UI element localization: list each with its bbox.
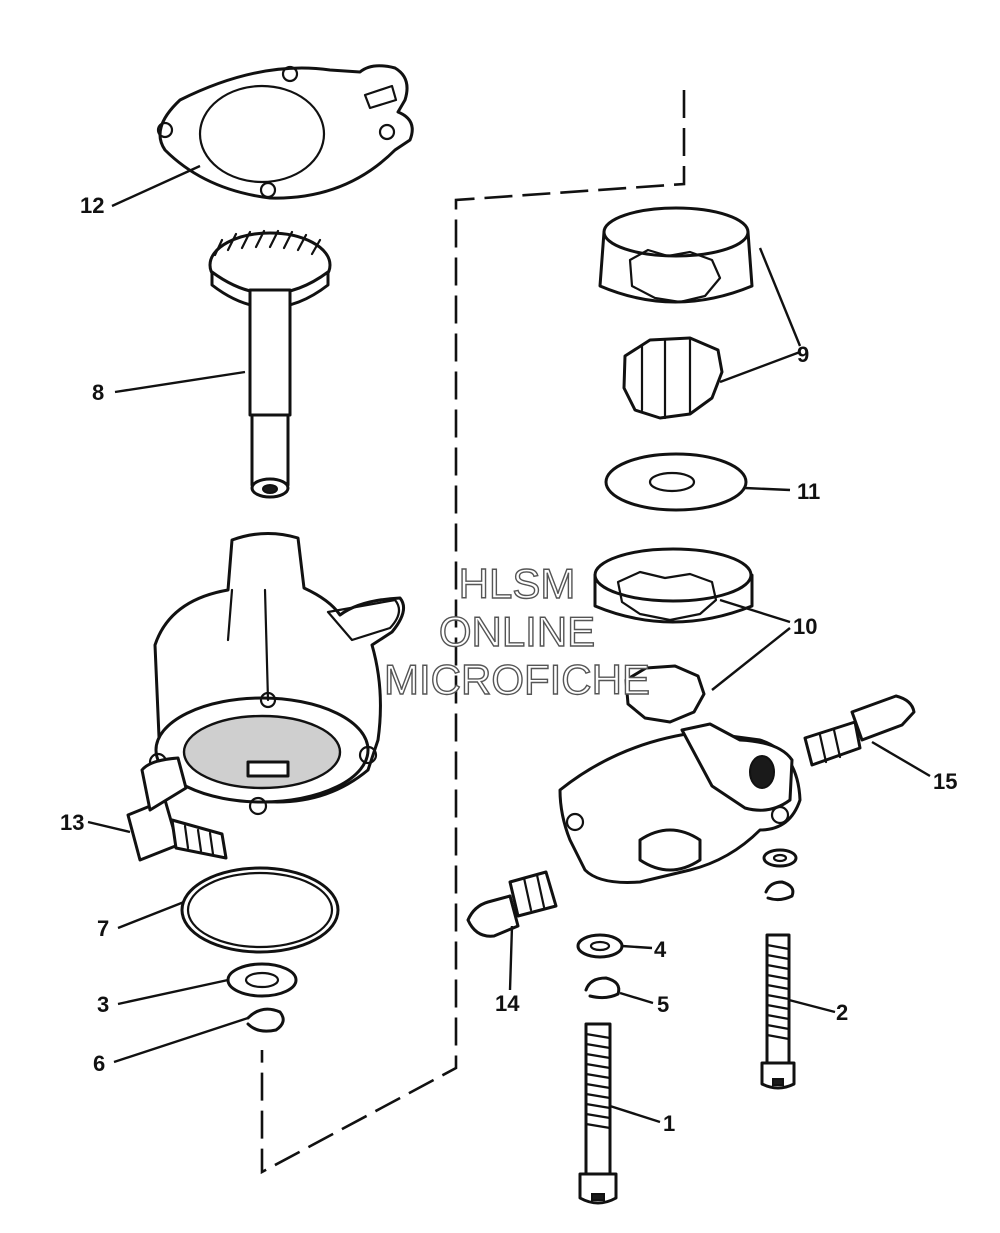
callout-13: 13	[60, 810, 84, 835]
part-14-fitting	[466, 870, 558, 938]
callout-14: 14	[495, 991, 520, 1016]
part-10-gear-set	[593, 547, 754, 724]
callout-5: 5	[657, 992, 669, 1017]
leader-lines	[87, 164, 931, 1124]
part-15-fitting	[803, 694, 916, 767]
callout-12: 12	[80, 193, 104, 218]
callout-labels: 1 2 3 4 5 6 7 8 9 10 11 12 13 14 15	[60, 193, 957, 1136]
callout-10: 10	[793, 614, 817, 639]
callout-6: 6	[93, 1051, 105, 1076]
part-4-washer	[576, 933, 624, 959]
pump-cover	[558, 722, 802, 884]
callout-1: 1	[663, 1111, 675, 1136]
watermark-line-3: MICROFICHE	[384, 656, 650, 703]
part-11-separator-plate	[604, 452, 748, 512]
part-6-retaining-ring	[246, 1007, 285, 1033]
pump-body-housing	[148, 531, 406, 816]
part-7-o-ring	[180, 866, 340, 954]
callout-9: 9	[797, 342, 809, 367]
part-3-washer	[226, 962, 298, 998]
assembly-dashed-line	[260, 90, 686, 1175]
callout-4: 4	[654, 937, 667, 962]
watermark: HLSM ONLINE MICROFICHE	[383, 559, 650, 703]
part-13-elbow-fitting	[126, 756, 228, 862]
callout-7: 7	[97, 916, 109, 941]
part-1-bolt	[578, 1022, 618, 1205]
callout-3: 3	[97, 992, 109, 1017]
callout-2: 2	[836, 1000, 848, 1025]
part-5-lock-washer	[584, 976, 621, 1000]
part-12-gasket	[156, 64, 414, 200]
callout-15: 15	[933, 769, 957, 794]
watermark-line-2: ONLINE	[439, 608, 595, 655]
watermark-line-1: HLSM	[459, 560, 576, 607]
part-8-gear-shaft	[208, 229, 332, 499]
part-2-bolt	[760, 933, 796, 1090]
callout-8: 8	[92, 380, 104, 405]
right-washers	[762, 848, 798, 902]
callout-11: 11	[797, 479, 820, 504]
part-9-gear-set	[598, 206, 754, 420]
